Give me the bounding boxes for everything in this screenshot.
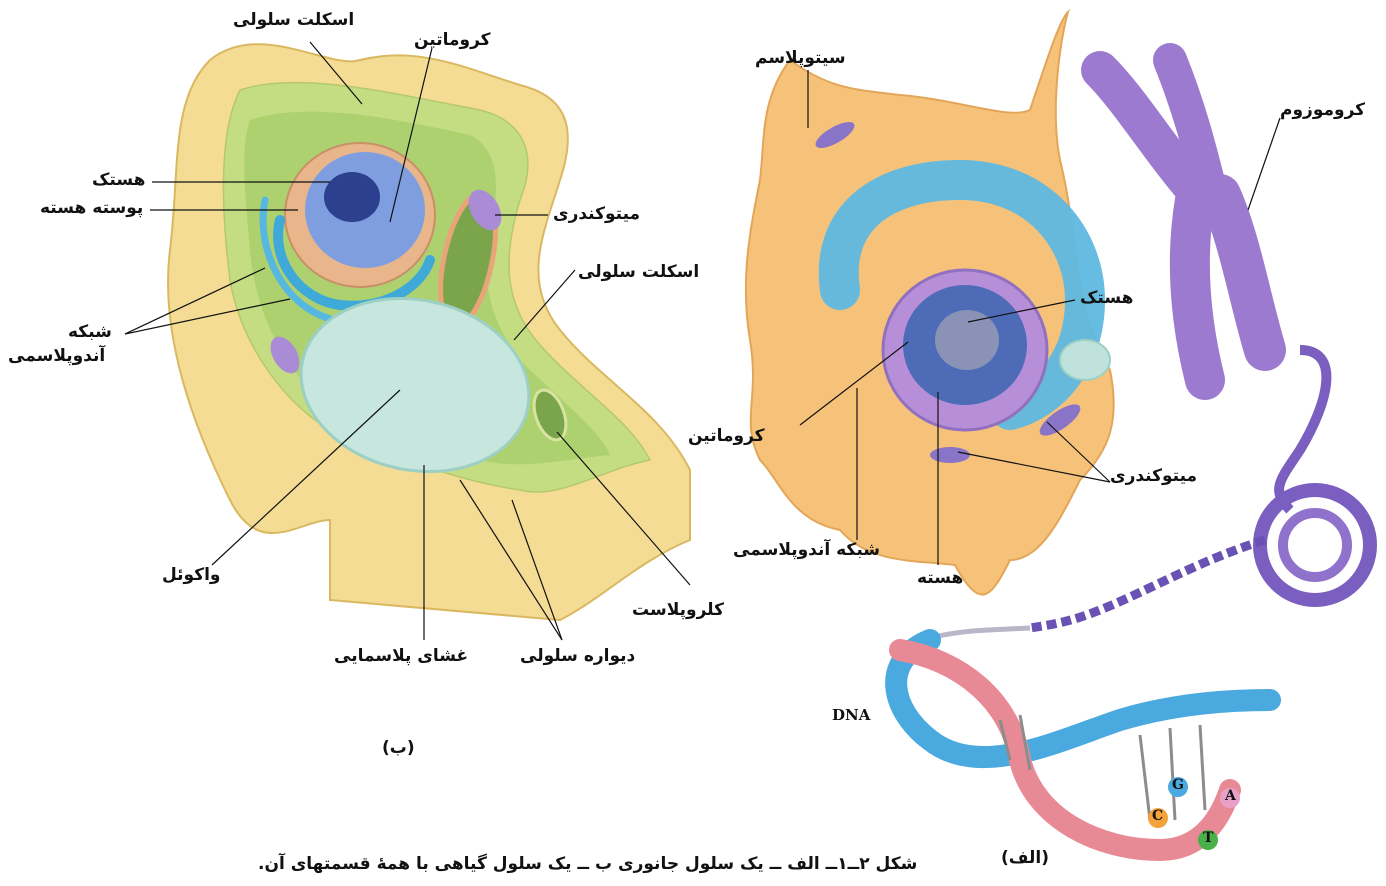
label-plant-nucleolus: هستک — [92, 170, 145, 190]
label-chromosome: کروموزوم — [1280, 100, 1365, 120]
animal-nucleolus — [935, 310, 999, 370]
label-plant-chromatin: کروماتین — [414, 30, 491, 50]
label-animal-cytoplasm: سیتوپلاسم — [755, 48, 846, 68]
label-animal-nucleolus: هستک — [1080, 288, 1133, 308]
label-plant-plasma-membrane: غشای پلاسمایی — [334, 646, 468, 666]
chromatin-coil — [1260, 490, 1370, 600]
label-plant-cytoskeleton-top: اسکلت سلولی — [233, 10, 354, 30]
label-base-c: C — [1152, 808, 1163, 824]
panel-label-b: (ب) — [382, 738, 415, 758]
label-base-t: T — [1203, 830, 1213, 846]
dna-thread — [930, 628, 1030, 638]
plant-nucleolus — [324, 172, 380, 222]
label-base-a: A — [1225, 788, 1236, 804]
chromosome-leader-lines — [1248, 118, 1280, 210]
label-plant-cytoskeleton-mid: اسکلت سلولی — [578, 262, 699, 282]
label-base-g: G — [1172, 777, 1184, 793]
animal-vesicle — [1060, 340, 1110, 380]
nucleosome-string — [1030, 540, 1265, 628]
label-animal-mitochondria: میتوکندری — [1110, 466, 1197, 486]
chromosome-arm-4 — [1220, 195, 1265, 350]
label-animal-chromatin: کروماتین — [688, 426, 765, 446]
panel-label-alef: (الف) — [1001, 848, 1049, 868]
label-plant-chloroplast: کلروپلاست — [632, 600, 724, 620]
animal-mitochondrion-2 — [930, 447, 970, 463]
label-plant-cell-wall: دیواره سلولی — [520, 646, 635, 666]
label-animal-nucleus: هسته — [917, 568, 963, 588]
label-plant-nuclear-envelope: پوسته هسته — [40, 198, 143, 218]
label-plant-er-line2: آندوپلاسمی — [8, 346, 105, 366]
chromosome-arm-3 — [1190, 200, 1205, 380]
label-plant-er-line1: شبکه — [68, 322, 112, 342]
chromatin-coil-inner — [1283, 513, 1347, 577]
label-plant-vacuole: واکوئل — [162, 565, 221, 585]
label-plant-mitochondria: میتوکندری — [553, 204, 640, 224]
label-animal-er: شبکه آندوپلاسمی — [733, 540, 880, 560]
figure-caption: شکل ۲ــ۱ــ الف ــ یک سلول جانوری ب ــ یک… — [258, 854, 917, 874]
label-dna: DNA — [832, 706, 870, 724]
